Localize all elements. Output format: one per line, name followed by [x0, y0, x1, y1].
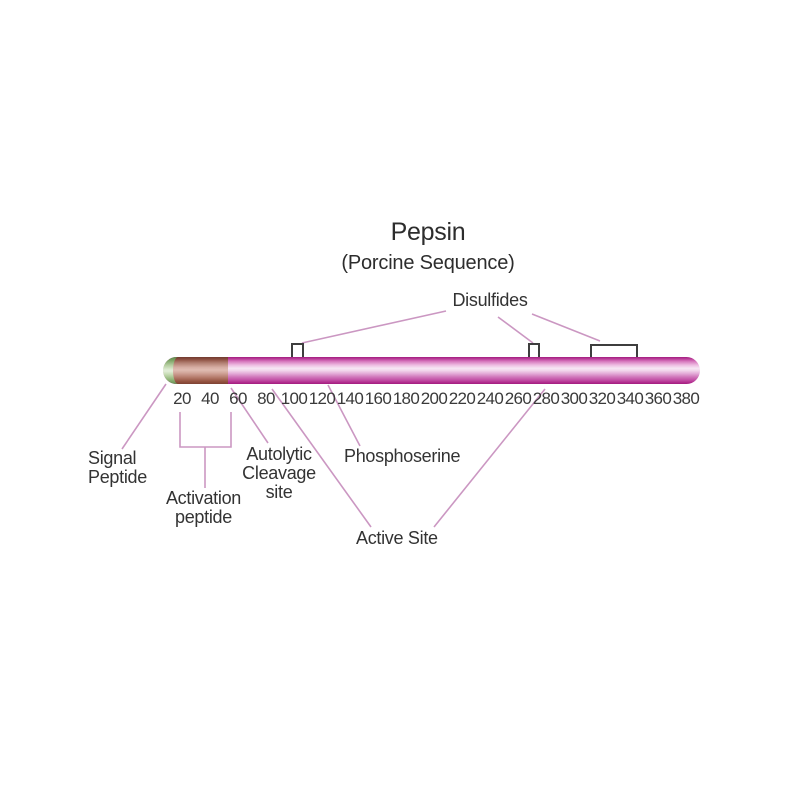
scale-tick: 100 [280, 389, 308, 408]
scale-tick: 120 [308, 389, 336, 408]
scale-tick: 180 [392, 389, 420, 408]
scale-tick: 220 [448, 389, 476, 408]
disulfide-leader-right [531, 313, 601, 342]
disulfide-leader-middle [497, 316, 534, 344]
disulfide-bracket-3 [590, 344, 638, 358]
scale-tick: 360 [644, 389, 672, 408]
page-subtitle: (Porcine Sequence) [341, 252, 515, 274]
autolytic-cleavage-label: Autolytic Cleavage site [242, 444, 316, 502]
scale-tick: 340 [616, 389, 644, 408]
activation-peptide-segment [173, 357, 228, 384]
scale-tick: 160 [364, 389, 392, 408]
disulfide-bracket-1 [291, 343, 304, 357]
scale-tick: 140 [336, 389, 364, 408]
scale-tick: 280 [532, 389, 560, 408]
phosphoserine-leader [327, 384, 361, 447]
scale-tick: 20 [173, 389, 191, 408]
active-site-leader-right [433, 388, 546, 528]
disulfide-leader-left [301, 310, 447, 344]
activation-peptide-bracket [179, 412, 232, 448]
scale-tick: 300 [560, 389, 588, 408]
signal-peptide-label: Signal Peptide [88, 448, 147, 487]
scale-tick: 60 [229, 389, 247, 408]
signal-peptide-leader [121, 383, 167, 450]
scale-tick: 380 [672, 389, 700, 408]
activation-peptide-label: Activation peptide [165, 488, 242, 527]
scale-tick: 80 [257, 389, 275, 408]
autolytic-cleavage-leader [230, 387, 269, 444]
disulfide-bracket-2 [528, 343, 540, 357]
active-site-leader-left [271, 388, 372, 528]
scale-tick: 320 [588, 389, 616, 408]
scale-tick: 40 [201, 389, 219, 408]
disulfides-label: Disulfides [452, 290, 528, 310]
protein-bar [163, 357, 700, 384]
page-title: Pepsin [390, 218, 466, 246]
scale-tick: 260 [504, 389, 532, 408]
active-site-label: Active Site [356, 528, 438, 548]
phosphoserine-label: Phosphoserine [344, 446, 461, 466]
scale-tick: 200 [420, 389, 448, 408]
scale-tick: 240 [476, 389, 504, 408]
